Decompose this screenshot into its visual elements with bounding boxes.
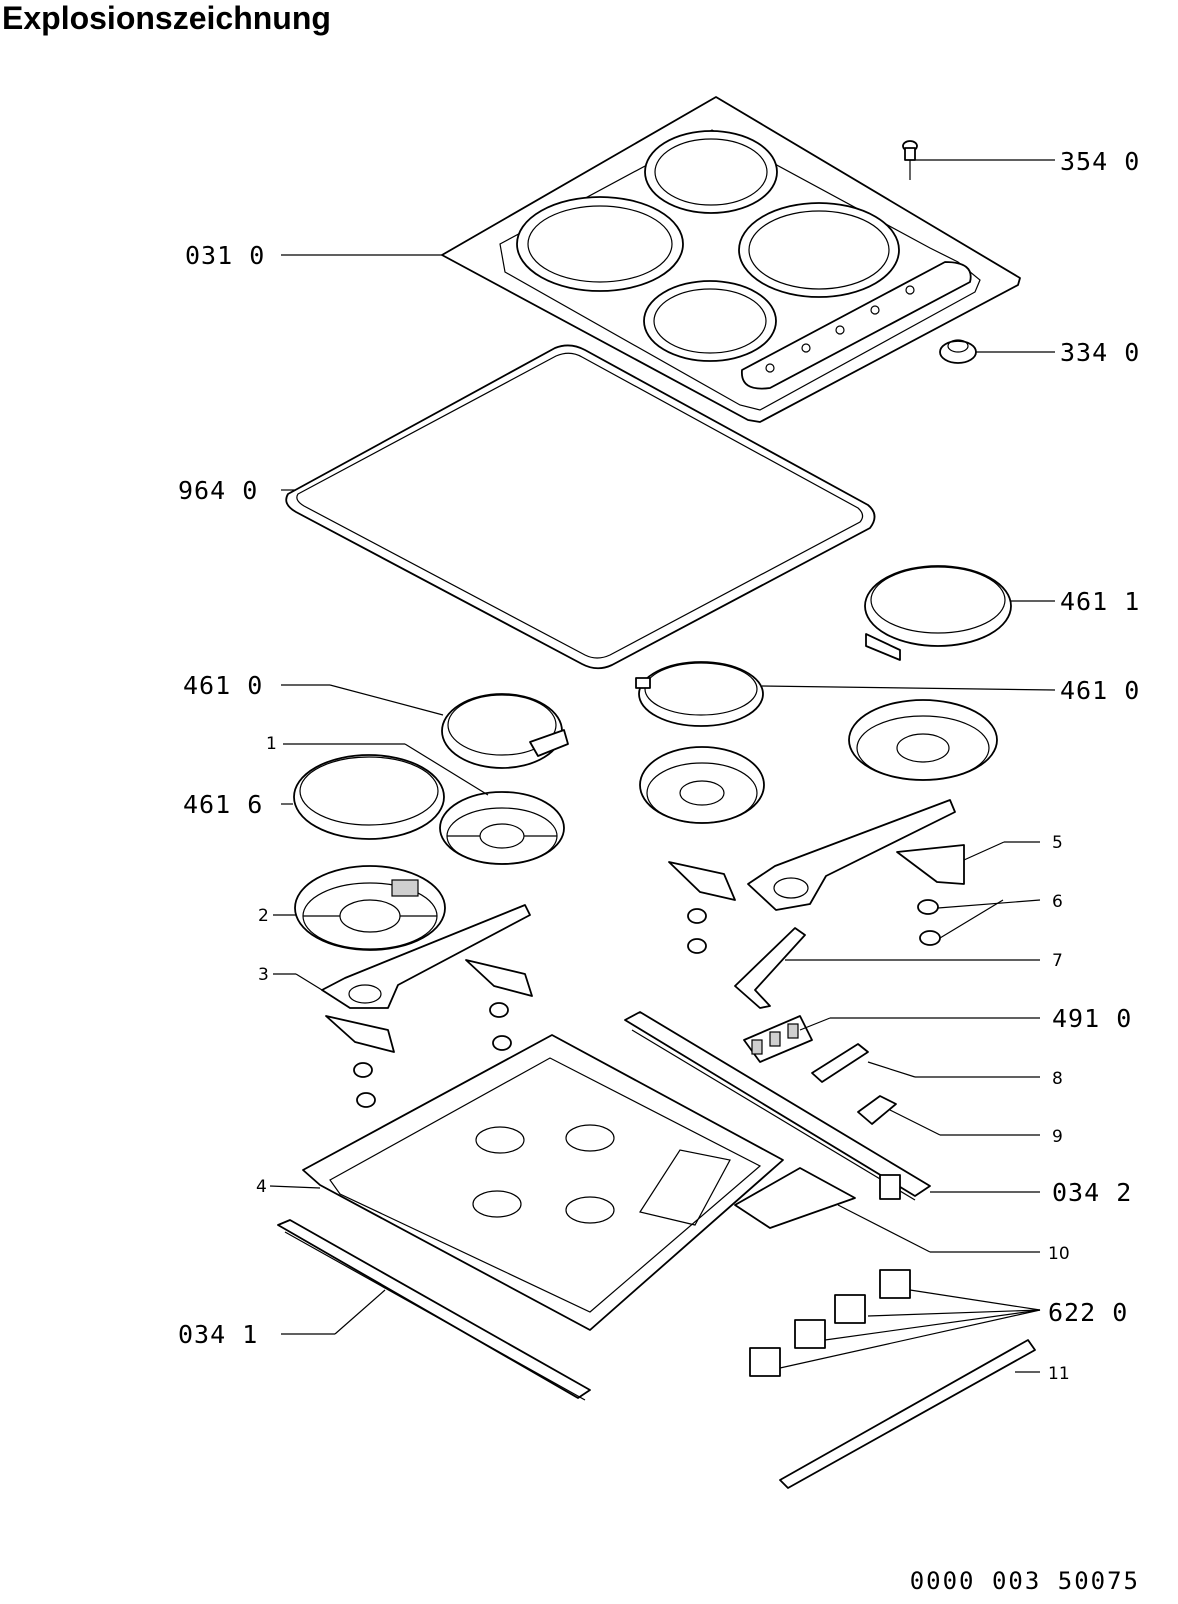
clamp-plates xyxy=(325,844,965,1053)
label-461-0-left: 461 0 xyxy=(183,671,263,700)
label-034-2: 034 2 xyxy=(1052,1178,1132,1207)
label-5: 5 xyxy=(1052,833,1063,853)
knob-part xyxy=(939,339,977,364)
label-334-0: 334 0 xyxy=(1060,338,1140,367)
label-3: 3 xyxy=(258,965,269,985)
clip-9 xyxy=(857,1095,897,1125)
rail-034-1 xyxy=(277,1219,591,1401)
label-7: 7 xyxy=(1052,951,1063,971)
document-number: 0000 003 50075 xyxy=(909,1567,1140,1595)
bracket-3 xyxy=(321,904,531,1009)
label-2: 2 xyxy=(258,906,269,926)
hotplate-461-1 xyxy=(864,565,1012,661)
label-461-1: 461 1 xyxy=(1060,587,1140,616)
retaining-ring-right xyxy=(848,699,998,781)
leader-lines xyxy=(269,159,1056,1373)
screw-part xyxy=(902,140,918,180)
label-461-6: 461 6 xyxy=(183,790,263,819)
label-1: 1 xyxy=(266,734,277,754)
label-9: 9 xyxy=(1052,1127,1063,1147)
label-10: 10 xyxy=(1048,1244,1070,1264)
label-622-0: 622 0 xyxy=(1048,1298,1128,1327)
hotplate-461-0-left xyxy=(441,693,569,769)
switches xyxy=(749,1269,911,1377)
label-8: 8 xyxy=(1052,1069,1063,1089)
bar-11 xyxy=(779,1339,1036,1489)
label-964-0: 964 0 xyxy=(178,476,258,505)
rail-034-2 xyxy=(624,1011,931,1201)
label-031-0: 031 0 xyxy=(185,241,265,270)
base-tray xyxy=(302,1034,784,1331)
terminal-block xyxy=(743,1015,813,1063)
nuts xyxy=(353,899,941,1108)
label-461-0-right: 461 0 xyxy=(1060,676,1140,705)
label-11: 11 xyxy=(1048,1364,1070,1384)
gasket-seal xyxy=(285,344,876,670)
retaining-ring-1 xyxy=(439,791,565,865)
hotplate-461-6 xyxy=(293,754,445,840)
cover-plate-10 xyxy=(734,1167,856,1229)
cooktop-plate xyxy=(441,96,1021,423)
label-354-0: 354 0 xyxy=(1060,147,1140,176)
retaining-ring-2 xyxy=(294,865,446,951)
bracket-7 xyxy=(734,927,806,1009)
retaining-ring-center xyxy=(639,746,765,824)
label-plate-8 xyxy=(811,1043,869,1083)
label-491-0: 491 0 xyxy=(1052,1004,1132,1033)
hotplate-461-0-right xyxy=(635,661,764,727)
label-6: 6 xyxy=(1052,892,1063,912)
page-title: Explosionszeichnung xyxy=(2,0,331,36)
label-034-1: 034 1 xyxy=(178,1320,258,1349)
bracket-5 xyxy=(747,799,956,911)
label-4: 4 xyxy=(256,1177,267,1197)
